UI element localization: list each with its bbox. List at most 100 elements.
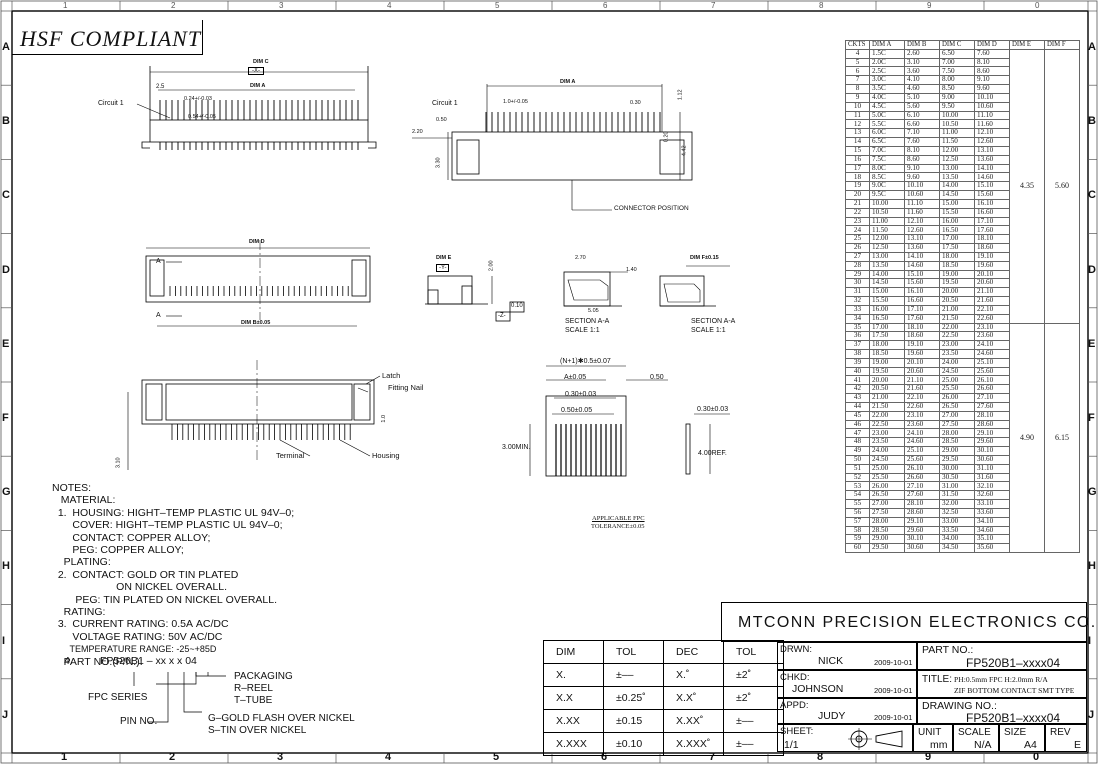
note-line: RATING: xyxy=(52,606,106,619)
small-dim-e: DIM E xyxy=(436,255,452,261)
title-block: MTCONN PRECISION ELECTRONICS CO.,LTD DRW… xyxy=(721,602,1098,752)
unit-value: mm xyxy=(930,739,948,751)
side-dim-10: 1.0+/-0.05 xyxy=(503,99,528,105)
company-name: MTCONN PRECISION ELECTRONICS CO.,LTD xyxy=(738,614,1098,631)
ckts-cell: 7.0C xyxy=(869,145,905,156)
zone-row-right: J xyxy=(1088,708,1095,721)
zone-col-top: 3 xyxy=(279,1,284,10)
ckts-cell: 24.00 xyxy=(939,357,975,368)
ckts-cell: 16.60 xyxy=(974,207,1010,218)
ckts-cell: 8.0C xyxy=(869,163,905,174)
drawing-no-value: FP520B1–xxxx04 xyxy=(966,711,1061,725)
zone-col-bottom: 0 xyxy=(1033,751,1040,763)
sect1-dim-270: 2.70 xyxy=(575,255,586,261)
ckts-cell: 30.00 xyxy=(939,463,975,474)
zone-row-left: B xyxy=(2,115,10,128)
sheet-value: 1/1 xyxy=(784,739,799,751)
ckts-cell: 50 xyxy=(845,454,870,465)
ckts-cell: 7.60 xyxy=(974,48,1010,59)
latch-label: Latch xyxy=(382,371,401,380)
ckts-cell: 4 xyxy=(845,48,870,59)
small-z-box: -Z- xyxy=(498,313,506,319)
ckts-cell: 10.00 xyxy=(939,110,975,121)
ckts-cell: 25.00 xyxy=(869,463,905,474)
tolerance-cell: TOL xyxy=(603,640,664,664)
note-line: PEG: COPPER ALLOY; xyxy=(52,544,184,557)
ckts-cell: 1.5C xyxy=(869,48,905,59)
ckts-cell: 16.00 xyxy=(869,304,905,315)
zone-col-top: 6 xyxy=(603,1,608,10)
zone-row-right: F xyxy=(1088,412,1095,424)
ckts-cell: 28.00 xyxy=(869,516,905,527)
tolerance-cell: X.X xyxy=(543,686,604,710)
ckts-cell: 27.60 xyxy=(974,401,1010,412)
small-y-box: -Y- xyxy=(436,264,450,272)
drawing-no-cell: DRAWING NO.: FP520B1–xxxx04 xyxy=(917,698,1087,724)
zone-row-left: G xyxy=(2,486,11,499)
connector-position-label: CONNECTOR POSITION xyxy=(614,205,689,212)
ckts-cell: 25.50 xyxy=(869,472,905,483)
sect2-scale: SCALE 1:1 xyxy=(691,327,726,334)
top-dim-a: DIM A xyxy=(250,83,266,89)
unit-cell: UNIT mm xyxy=(913,724,953,752)
chkd-cell: CHKD: JOHNSON 2009-10-01 xyxy=(777,670,917,698)
ckts-cell: 34.10 xyxy=(974,516,1010,527)
note-line: NOTES: xyxy=(52,482,92,494)
front-dim-d: DIM D xyxy=(249,239,265,245)
ckts-cell: 24.50 xyxy=(869,454,905,465)
ckts-cell: 12.00 xyxy=(939,145,975,156)
fpc-dim-a: A±0.05 xyxy=(564,374,587,381)
ckts-cell: 28.10 xyxy=(974,410,1010,421)
ckts-cell: 56 xyxy=(845,507,870,518)
zone-row-left: A xyxy=(2,41,10,53)
ckts-cell: 5 xyxy=(845,57,870,68)
ckts-cell: 34.50 xyxy=(939,543,975,554)
ckts-cell: 17.10 xyxy=(904,304,940,315)
ckts-cell: 10.50 xyxy=(869,207,905,218)
chkd-name: JOHNSON xyxy=(792,683,844,695)
ckts-cell: 30.60 xyxy=(974,454,1010,465)
ckts-cell: 5.60 xyxy=(904,101,940,112)
ckts-cell: 17.10 xyxy=(974,216,1010,227)
ckts-cell: 18.00 xyxy=(939,251,975,262)
ckts-cell: 10.10 xyxy=(974,92,1010,103)
tolerance-cell: X. xyxy=(543,663,604,687)
projection-symbol-icon xyxy=(848,728,903,750)
note-line: 1. HOUSING: HIGHT–TEMP PLASTIC UL 94V–0; xyxy=(52,506,295,519)
ckts-cell: 30.60 xyxy=(904,543,940,554)
ckts-cell: 19.10 xyxy=(974,251,1010,262)
ckts-cell: 20.60 xyxy=(904,366,940,377)
ckts-cell: 25.60 xyxy=(974,366,1010,377)
ckts-cell: 5.0C xyxy=(869,110,905,121)
ckts-cell: 23 xyxy=(845,216,870,227)
ckts-cell: 29.10 xyxy=(904,516,940,527)
rev-value: E xyxy=(1074,739,1082,751)
ckts-cell: 22 xyxy=(845,207,870,218)
ckts-cell: 11 xyxy=(845,110,870,121)
ckts-cell: 21 xyxy=(845,198,870,209)
small-side-view xyxy=(425,275,525,322)
ckts-cell: 16.00 xyxy=(939,216,975,227)
top-x-box: -X- xyxy=(248,67,264,75)
top-dim-c: DIM C xyxy=(253,59,269,65)
ckts-header: DIM A xyxy=(869,40,905,50)
ckts-cell: 21.50 xyxy=(869,401,905,412)
ckts-cell: 31.60 xyxy=(974,472,1010,483)
ckts-cell: 38 xyxy=(845,348,870,359)
fpc-dim-050b: 0.50±0.05 xyxy=(561,407,593,414)
ckts-cell: 18.50 xyxy=(939,260,975,271)
ckts-cell: 26.60 xyxy=(904,472,940,483)
drwn-cell: DRWN: NICK 2009-10-01 xyxy=(777,642,917,670)
sheet-label: SHEET: xyxy=(780,726,814,737)
ckts-cell: 22.60 xyxy=(974,313,1010,324)
rev-label: REV xyxy=(1050,727,1071,738)
ckts-cell: 24.60 xyxy=(974,348,1010,359)
ckts-cell: 40 xyxy=(845,366,870,377)
side-view xyxy=(412,84,693,211)
zone-col-bottom: 4 xyxy=(385,751,392,763)
side-dim-442: 4.42 xyxy=(681,145,688,157)
ckts-cell: 22.00 xyxy=(869,410,905,421)
